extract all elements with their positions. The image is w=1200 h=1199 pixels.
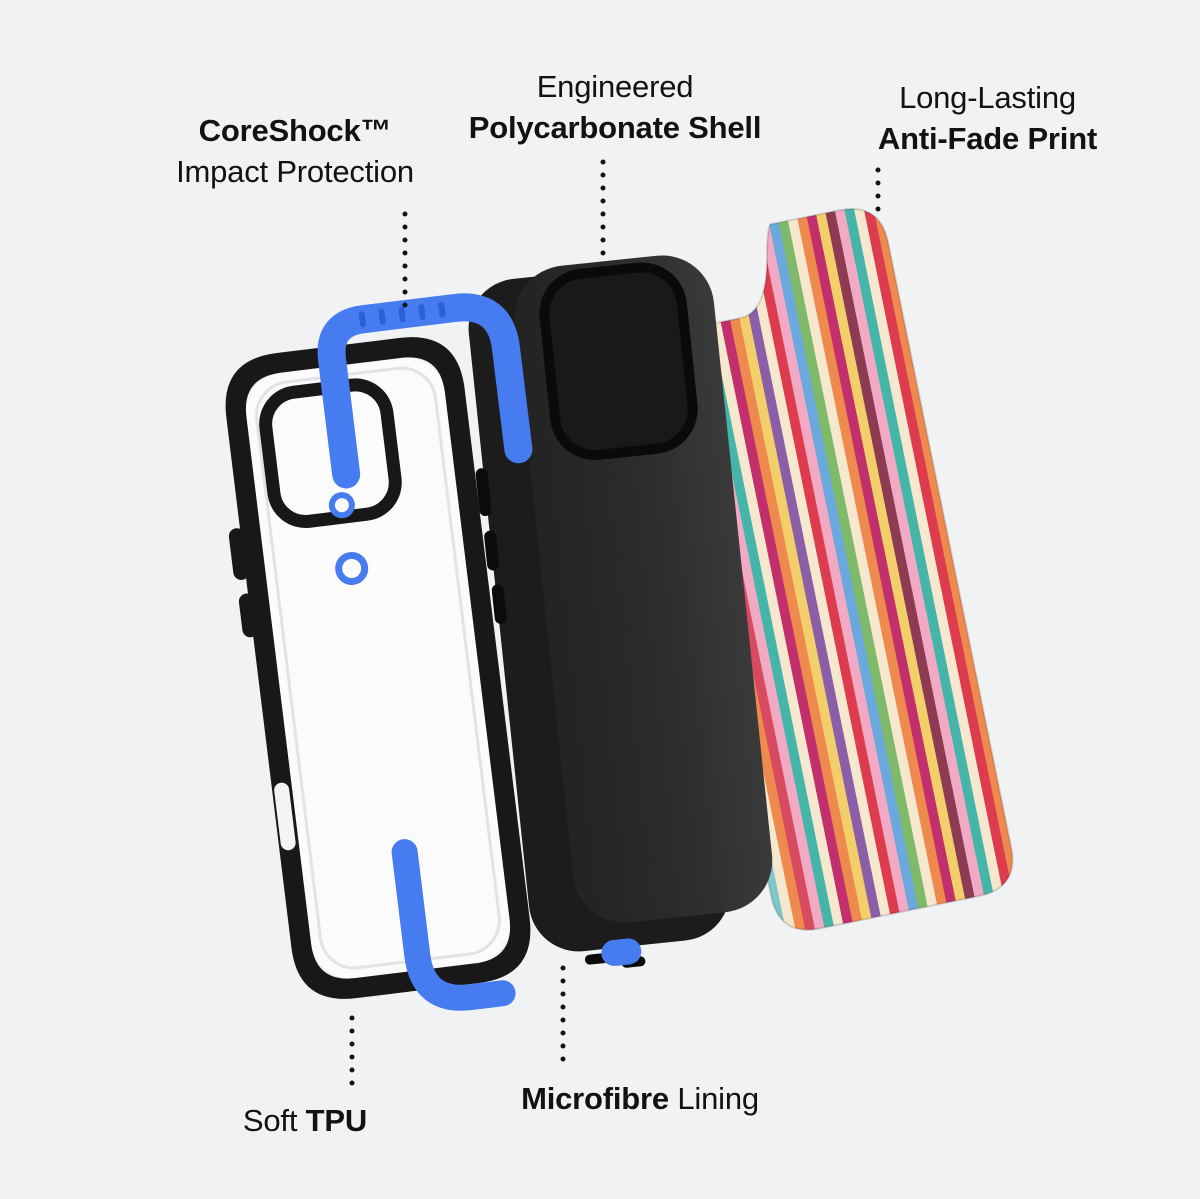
print-stripe bbox=[796, 210, 949, 911]
anti-fade-print-plate bbox=[639, 201, 1020, 937]
print-stripe bbox=[861, 201, 1014, 898]
label-shell-line1: Engineered bbox=[536, 69, 694, 104]
print-stripe bbox=[833, 203, 986, 903]
label-soft-tpu: Soft TPU bbox=[130, 1100, 480, 1141]
print-stripe bbox=[824, 205, 977, 905]
label-microfibre-lining: Microfibre Lining bbox=[460, 1078, 820, 1119]
coreshock-insert-bottom bbox=[391, 839, 516, 1011]
coreshock-ridges bbox=[358, 301, 446, 328]
shell-blue-tab bbox=[601, 938, 642, 966]
bumper-port-slot bbox=[274, 782, 296, 851]
shell-camera-cutout bbox=[539, 262, 698, 461]
label-tpu-regular: Soft bbox=[242, 1103, 306, 1138]
print-stripe bbox=[768, 216, 920, 917]
print-stripe bbox=[711, 227, 864, 928]
blue-ring-small bbox=[328, 492, 355, 519]
print-stripe bbox=[843, 201, 996, 902]
print-stripe bbox=[852, 201, 1005, 900]
coreshock-insert-top bbox=[317, 293, 533, 489]
side-button-1 bbox=[228, 528, 250, 580]
print-stripe bbox=[730, 224, 883, 924]
blue-ring-large bbox=[335, 551, 369, 585]
label-polycarbonate-shell: Engineered Polycarbonate Shell bbox=[415, 66, 815, 148]
label-tpu-bold: TPU bbox=[305, 1103, 368, 1138]
print-stripe bbox=[814, 206, 967, 907]
side-button-2 bbox=[238, 593, 259, 638]
label-microfibre-bold: Microfibre bbox=[521, 1081, 678, 1116]
print-stripe bbox=[777, 214, 930, 915]
label-coreshock: CoreShock™ Impact Protection bbox=[90, 110, 500, 192]
lining-button-2 bbox=[484, 530, 500, 571]
label-print-line2: Anti-Fade Print bbox=[877, 121, 1098, 156]
shell-and-lining bbox=[468, 255, 773, 968]
label-coreshock-title: CoreShock™ bbox=[198, 113, 392, 148]
label-coreshock-subtitle: Impact Protection bbox=[176, 154, 414, 189]
print-plate-outline bbox=[661, 208, 1014, 931]
label-microfibre-regular: Lining bbox=[677, 1081, 759, 1116]
label-shell-line2: Polycarbonate Shell bbox=[468, 110, 762, 145]
print-stripe bbox=[758, 218, 911, 919]
callout-connectors bbox=[349, 159, 881, 1093]
print-stripe bbox=[749, 220, 902, 921]
print-stripe bbox=[786, 212, 939, 913]
print-stripe bbox=[721, 226, 874, 926]
print-stripe bbox=[871, 201, 1020, 896]
label-anti-fade-print: Long-Lasting Anti-Fade Print bbox=[790, 77, 1185, 159]
lining-button-1 bbox=[475, 468, 492, 517]
print-stripe bbox=[702, 229, 855, 930]
stripe-print-pattern bbox=[639, 201, 1020, 937]
print-stripe bbox=[805, 208, 958, 909]
print-stripe bbox=[739, 222, 892, 923]
tpu-frame-assembly bbox=[225, 293, 533, 1011]
label-print-line1: Long-Lasting bbox=[899, 80, 1076, 115]
lining-button-3 bbox=[491, 584, 507, 625]
print-stripe bbox=[692, 231, 845, 932]
